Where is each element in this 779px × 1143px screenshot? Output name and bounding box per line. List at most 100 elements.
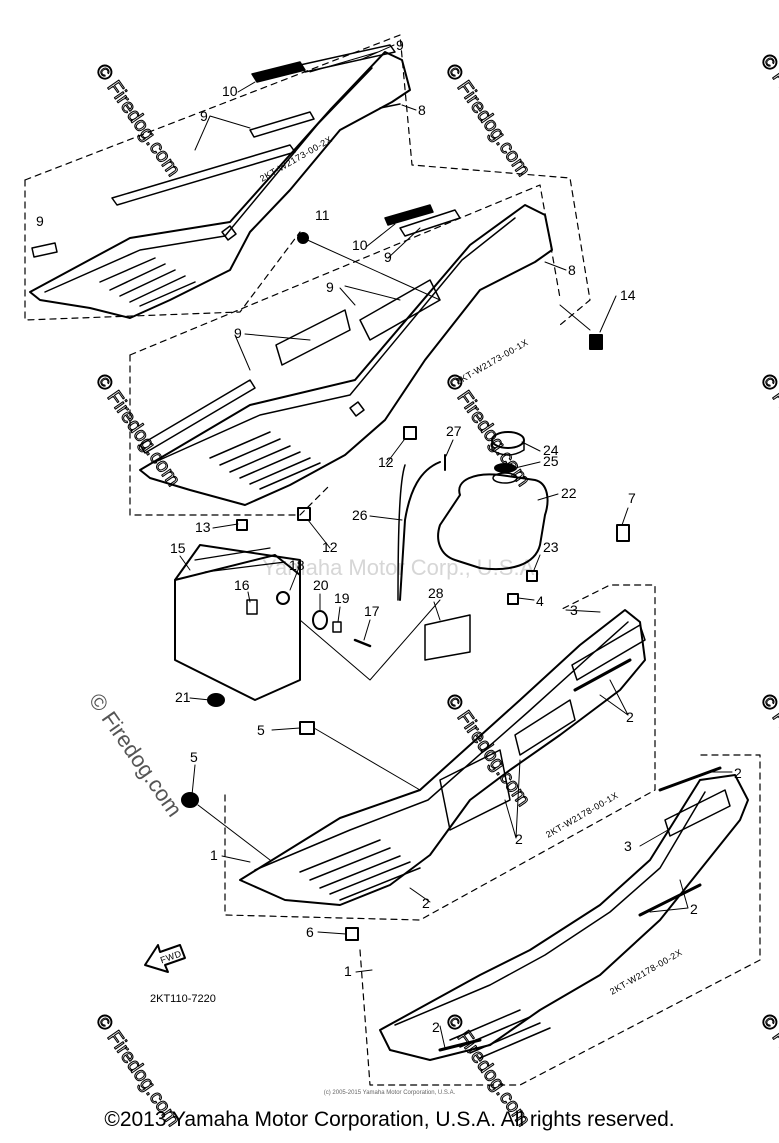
battery-box-edge [194, 547, 286, 573]
oil-tank-group [397, 431, 630, 605]
callout-5: 5 [190, 749, 198, 765]
callout-18: 18 [289, 557, 305, 573]
leader-14 [559, 304, 591, 331]
trim-9-ur [399, 209, 461, 237]
callout-24: 24 [543, 442, 559, 458]
grommet-7 [616, 524, 630, 542]
window-1x [439, 749, 511, 831]
grille-ur [209, 431, 321, 490]
leader-11 [302, 237, 441, 301]
battery-box-lid [174, 544, 301, 581]
watermark-6: © Firedog.com [756, 370, 779, 490]
stripe-2-1x [573, 658, 632, 692]
clip-ur [349, 401, 365, 417]
side-cover-ur-edge [154, 217, 516, 463]
callout-21: 21 [175, 689, 191, 705]
callout-9: 9 [234, 325, 242, 341]
watermark-7: © Firedog.com [441, 690, 534, 810]
watermark-4: © Firedog.com [91, 370, 184, 490]
screw-18 [276, 591, 290, 605]
callout-8: 8 [568, 262, 576, 278]
trim-window-ur [275, 309, 351, 366]
callout-8: 8 [418, 102, 426, 118]
callout-1: 1 [344, 963, 352, 979]
dashed-boundary-ul-2 [24, 179, 301, 321]
callout-9: 9 [200, 108, 208, 124]
watermark-8: © Firedog.com [756, 690, 779, 810]
bolt-17 [353, 638, 372, 648]
lower-panel-2x-group: 2KT-W2178-00-2X [359, 754, 761, 1086]
callout-10: 10 [352, 237, 368, 253]
hose-26-inner [397, 464, 406, 601]
callout-2: 2 [690, 901, 698, 917]
watermark-2: © Firedog.com [441, 60, 534, 180]
panel-code-1x: 2KT-W2178-00-1X [544, 790, 620, 840]
copyright-footer: ©2013 Yamaha Motor Corporation, U.S.A. A… [104, 1108, 675, 1131]
callout-9: 9 [384, 249, 392, 265]
leader-5 [197, 727, 421, 861]
label-plate-28 [424, 614, 471, 661]
grommet-14 [589, 334, 603, 350]
fwd-arrow: FWD [144, 944, 186, 973]
callouts: 9 10 8 9 9 11 10 9 8 9 14 9 27 24 12 25 … [36, 37, 742, 1035]
hose-26 [399, 461, 441, 601]
callout-1: 1 [210, 847, 218, 863]
callout-2: 2 [422, 895, 430, 911]
small-copyright: (c) 2005-2015 Yamaha Motor Corporation, … [323, 1090, 456, 1096]
leader-lines [179, 44, 733, 1049]
trim-9-ul-mid [249, 111, 315, 138]
callout-14: 14 [620, 287, 636, 303]
grille-1x [299, 839, 421, 901]
callout-27: 27 [446, 423, 462, 439]
callout-2: 2 [734, 765, 742, 781]
trim-9-ul-small [31, 242, 58, 258]
callout-2: 2 [432, 1019, 440, 1035]
callout-9: 9 [36, 213, 44, 229]
clip-ul [221, 225, 237, 241]
battery-box-15 [174, 554, 301, 701]
emblem-3-1x [571, 624, 646, 681]
washer-25 [494, 463, 516, 473]
grille-ul [99, 257, 196, 307]
dashed-boundary-1x [224, 584, 656, 921]
panel-code-2x: 2KT-W2178-00-2X [608, 947, 684, 997]
callout-2: 2 [515, 831, 523, 847]
watermark-1: © Firedog.com [91, 60, 184, 180]
window-1x-2 [514, 699, 576, 756]
callout-25: 25 [543, 453, 559, 469]
lower-cover-2x-edge [394, 791, 706, 1026]
stripe-2-2x [638, 883, 702, 917]
dashed-boundary-2x [359, 754, 761, 1086]
clip-16 [246, 599, 258, 615]
callout-10: 10 [222, 83, 238, 99]
grommet-12-b [297, 507, 311, 521]
trim-9-ul-long [111, 144, 296, 206]
callout-9: 9 [326, 279, 334, 295]
callout-6: 6 [306, 924, 314, 940]
stripe-2-2x-bottom [438, 1038, 482, 1052]
trim-window-ur-2 [359, 279, 441, 341]
callout-4: 4 [536, 593, 544, 609]
callout-5: 5 [257, 722, 265, 738]
callout-22: 22 [561, 485, 577, 501]
grommet-5-upper [299, 721, 315, 735]
callout-15: 15 [170, 540, 186, 556]
emblem-3-2x [664, 789, 731, 837]
callout-13: 13 [195, 519, 211, 535]
callout-28: 28 [428, 585, 444, 601]
trim-10-ul [251, 61, 306, 83]
grommet-8-ul [379, 103, 401, 109]
callout-20: 20 [313, 577, 329, 593]
watermark-dark: © Firedog.com [84, 689, 187, 822]
callout-3: 3 [624, 838, 632, 854]
watermark-3: © Firedog.com [756, 50, 779, 170]
fwd-arrow-icon [144, 944, 186, 973]
callout-12: 12 [378, 454, 394, 470]
trim-10-ur [384, 204, 434, 226]
tank-cap-24-body [491, 439, 525, 456]
side-cover-upper-right [139, 204, 553, 506]
callout-16: 16 [234, 577, 250, 593]
callout-19: 19 [334, 590, 350, 606]
lower-side-cover-1x [239, 609, 646, 906]
